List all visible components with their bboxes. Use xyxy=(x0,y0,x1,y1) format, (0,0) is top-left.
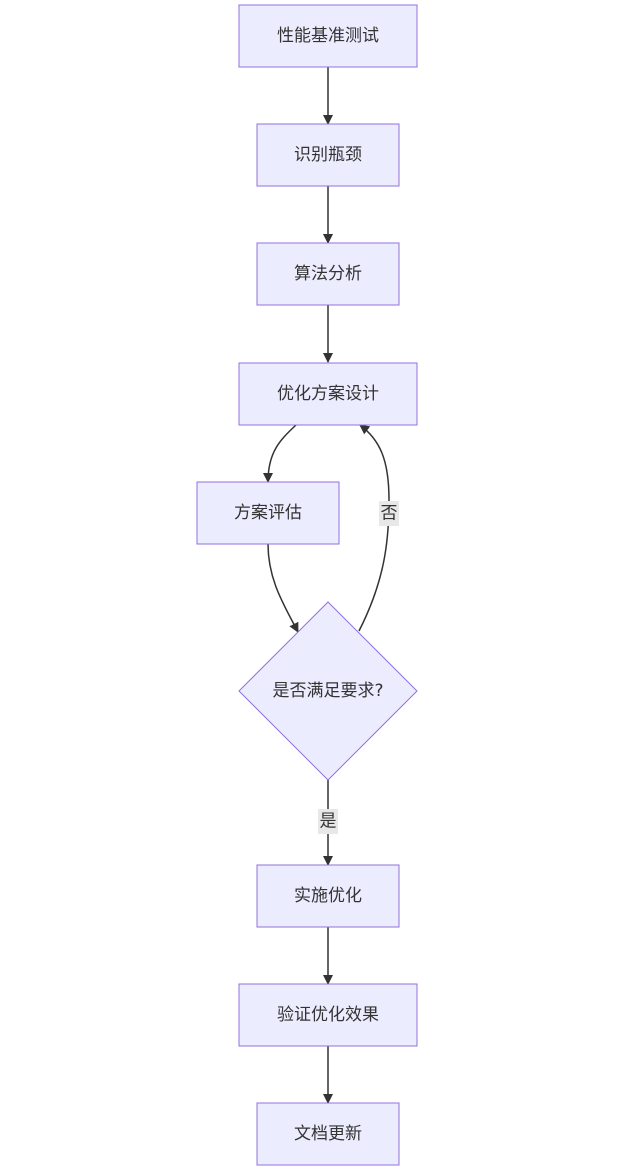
node-benchmark[interactable]: 性能基准测试 xyxy=(238,4,418,68)
edge-label-yes: 是 xyxy=(318,809,338,834)
node-plan-evaluation-label: 方案评估 xyxy=(234,503,302,523)
node-benchmark-label: 性能基准测试 xyxy=(277,26,379,46)
node-verify-optimization-label: 验证优化效果 xyxy=(277,1005,379,1025)
node-algorithm-analysis[interactable]: 算法分析 xyxy=(256,242,400,306)
node-optimization-design-label: 优化方案设计 xyxy=(277,384,379,404)
node-decision-requirements-met[interactable]: 是否满足要求? xyxy=(238,601,418,781)
edge-evaluate-to-decision xyxy=(267,543,299,633)
edge-label-no-text: 否 xyxy=(381,504,398,524)
node-decision-label: 是否满足要求? xyxy=(272,681,383,701)
edge-design-to-evaluate xyxy=(263,424,297,483)
node-documentation-update-label: 文档更新 xyxy=(294,1124,362,1144)
edge-label-yes-text: 是 xyxy=(320,812,337,832)
edge-decision-to-design xyxy=(358,424,390,632)
node-identify-bottleneck-label: 识别瓶颈 xyxy=(294,145,362,165)
node-implement-optimization-label: 实施优化 xyxy=(294,886,362,906)
node-identify-bottleneck[interactable]: 识别瓶颈 xyxy=(256,123,400,187)
node-documentation-update[interactable]: 文档更新 xyxy=(256,1102,400,1166)
node-implement-optimization[interactable]: 实施优化 xyxy=(256,864,400,928)
node-algorithm-analysis-label: 算法分析 xyxy=(294,264,362,284)
node-verify-optimization[interactable]: 验证优化效果 xyxy=(238,983,418,1047)
node-optimization-design[interactable]: 优化方案设计 xyxy=(238,362,418,426)
node-plan-evaluation[interactable]: 方案评估 xyxy=(196,481,340,545)
edge-label-no: 否 xyxy=(379,501,399,526)
edges xyxy=(263,67,390,1104)
